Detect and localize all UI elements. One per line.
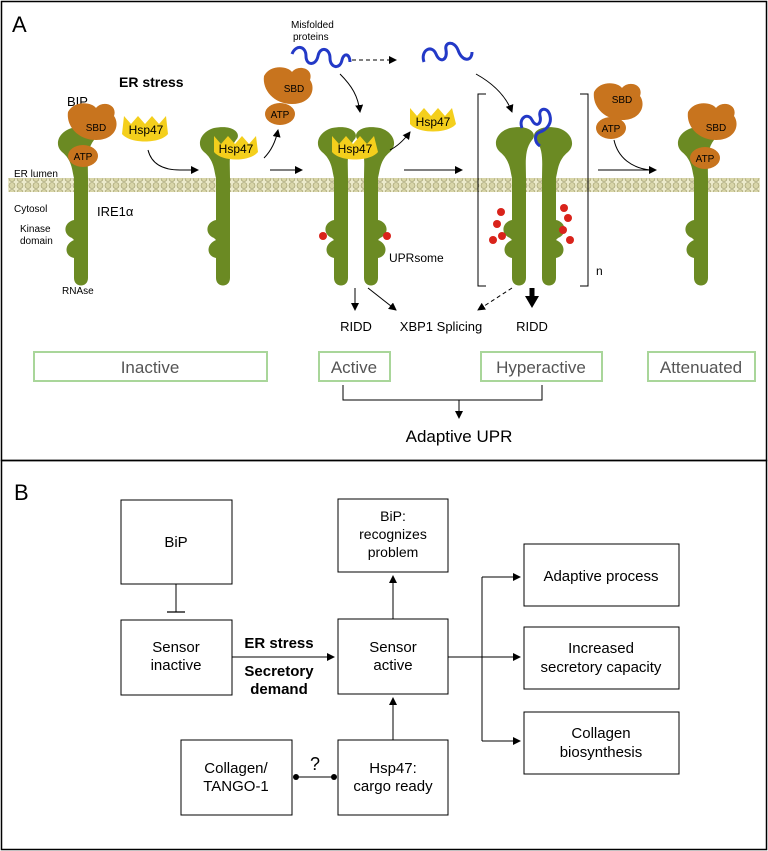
misfolded-protein-1 xyxy=(290,46,352,68)
svg-text:SBD: SBD xyxy=(612,95,633,106)
box-secretory xyxy=(523,626,680,690)
misfolded-protein-2 xyxy=(421,41,474,63)
svg-text:SBD: SBD xyxy=(86,123,107,134)
label-kinase-1: Kinase xyxy=(20,224,51,235)
bracket-left xyxy=(477,93,486,287)
svg-text:Hsp47: Hsp47 xyxy=(219,142,254,156)
label-xbp1: XBP1 Splicing xyxy=(400,319,482,334)
hsp47-bound-1: Hsp47 xyxy=(214,136,258,160)
box-bip-recognizes-1: BiP: xyxy=(380,508,406,524)
svg-text:Hsp47: Hsp47 xyxy=(338,142,373,156)
label-misfolded-1: Misfolded xyxy=(291,20,334,31)
svg-text:ATP: ATP xyxy=(74,152,93,163)
label-uprsome: UPRsome xyxy=(389,251,444,265)
label-rnase: RNAse xyxy=(62,286,94,297)
label-question: ? xyxy=(310,754,320,774)
state-attenuated-box xyxy=(647,351,756,382)
state-inactive: Inactive xyxy=(121,358,180,377)
box-adaptive-process-1: Adaptive process xyxy=(543,568,658,585)
label-misfolded-2: proteins xyxy=(293,32,329,43)
bip-chaperone-1: SBD ATP xyxy=(67,103,117,167)
arrow-a1 xyxy=(147,149,199,174)
box-collagen-bio-1: Collagen xyxy=(571,725,630,742)
bip-chaperone-3: SBD ATP xyxy=(593,83,643,139)
panel-b-letter: B xyxy=(14,480,29,505)
label-ire1: IRE1α xyxy=(97,204,134,219)
arrow-bip-bind xyxy=(613,139,651,171)
adaptive-upr-bracket xyxy=(342,385,543,401)
state-active: Active xyxy=(331,358,377,377)
interaction-dot-right xyxy=(331,774,337,780)
box-sensor-inactive-1: Sensor xyxy=(152,639,200,656)
box-bip-recognizes-3: problem xyxy=(368,544,419,560)
hsp47-free-2: Hsp47 xyxy=(410,108,456,132)
arrow-hsp47-release xyxy=(389,131,411,151)
state-attenuated: Attenuated xyxy=(660,358,742,377)
box-collagen-tango-2: TANGO-1 xyxy=(203,778,269,795)
hsp47-free-1: Hsp47 xyxy=(122,116,168,142)
box-adaptive-process xyxy=(523,543,680,607)
label-ridd-1: RIDD xyxy=(340,319,372,334)
label-er-lumen: ER lumen xyxy=(14,169,58,180)
box-sensor-active-2: active xyxy=(373,657,412,674)
ire1-oligomer-hyperactive xyxy=(489,107,574,286)
box-hsp47-cargo xyxy=(337,739,449,816)
panel-a-letter: A xyxy=(12,12,27,37)
bip-chaperone-2: SBD ATP xyxy=(263,67,313,125)
label-adaptive-upr: Adaptive UPR xyxy=(406,427,513,446)
arrow-misfolded-down-1 xyxy=(339,73,364,113)
box-secretory-1: Increased xyxy=(568,640,634,657)
bip-chaperone-4: SBD ATP xyxy=(687,103,737,169)
arrow-bip-release xyxy=(263,129,281,159)
label-secretory-1: Secretory xyxy=(244,663,314,680)
panel-b-frame xyxy=(0,459,768,851)
svg-text:Hsp47: Hsp47 xyxy=(416,115,451,129)
label-kinase-2: domain xyxy=(20,236,53,247)
state-active-box xyxy=(318,351,391,382)
label-n: n xyxy=(596,264,603,278)
box-hsp47-cargo-2: cargo ready xyxy=(353,778,433,795)
arrow-xbp1-1 xyxy=(367,287,397,311)
label-cytosol: Cytosol xyxy=(14,204,47,215)
svg-text:Hsp47: Hsp47 xyxy=(129,123,164,137)
box-sensor-active-1: Sensor xyxy=(369,639,417,656)
svg-text:SBD: SBD xyxy=(284,84,305,95)
box-bip-text: BiP xyxy=(164,534,187,551)
interaction-dot-left xyxy=(293,774,299,780)
box-sensor-inactive-2: inactive xyxy=(151,657,202,674)
svg-text:SBD: SBD xyxy=(706,123,727,134)
arrow-xbp1-2 xyxy=(477,287,513,311)
state-hyperactive: Hyperactive xyxy=(496,358,586,377)
state-hyperactive-box xyxy=(480,351,603,382)
label-er-stress: ER stress xyxy=(119,74,184,90)
state-inactive-box xyxy=(33,351,268,382)
box-hsp47-cargo-1: Hsp47: xyxy=(369,760,417,777)
ire1-dimer-active xyxy=(317,127,394,286)
label-secretory-2: demand xyxy=(250,681,308,698)
box-collagen-bio xyxy=(523,711,680,775)
er-membrane xyxy=(8,178,760,192)
box-bip-recognizes-2: recognizes xyxy=(359,526,427,542)
hsp47-bound-2: Hsp47 xyxy=(332,136,378,160)
box-collagen-tango-1: Collagen/ xyxy=(204,760,268,777)
box-collagen-tango xyxy=(180,739,293,816)
svg-text:ATP: ATP xyxy=(696,154,715,165)
box-collagen-bio-2: biosynthesis xyxy=(560,744,643,761)
box-bip-recognizes xyxy=(337,498,449,573)
svg-text:ATP: ATP xyxy=(602,124,621,135)
box-secretory-2: secretory capacity xyxy=(541,659,662,676)
bracket-right xyxy=(580,93,589,287)
label-b-er-stress: ER stress xyxy=(244,635,313,652)
arrow-misfolded-down-2 xyxy=(475,73,514,113)
svg-text:ATP: ATP xyxy=(271,110,290,121)
label-ridd-2: RIDD xyxy=(516,319,548,334)
